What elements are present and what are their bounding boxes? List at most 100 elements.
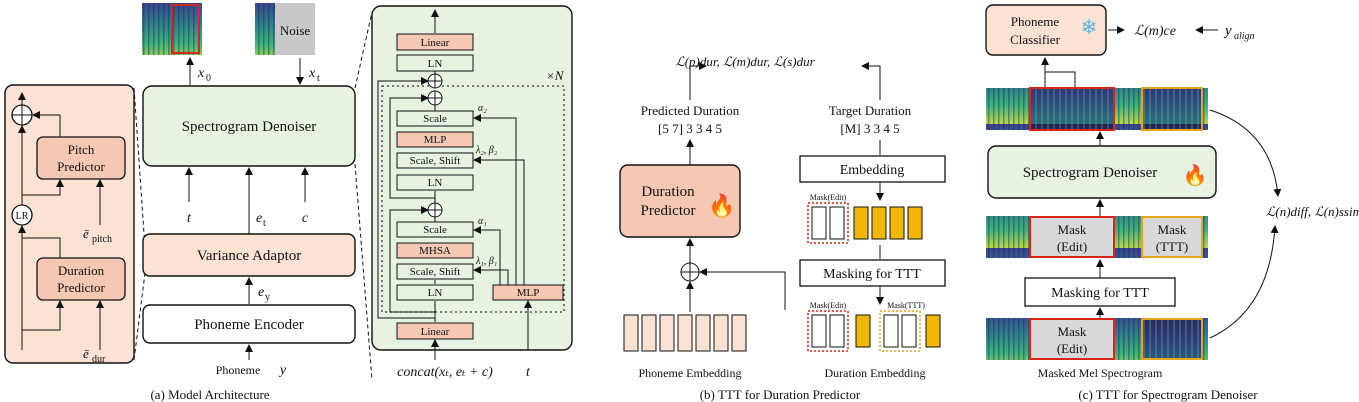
lambda2-beta2-label: λ₂, β₂ <box>475 145 498 156</box>
c-cond-label: c <box>302 211 309 226</box>
t-cond-label: t <box>187 211 192 226</box>
masking-for-ttt-label-b: Masking for TTT <box>823 267 921 282</box>
ln-2 <box>396 174 474 191</box>
mask-ttt-tag: Mask(TTT) <box>887 301 925 310</box>
linear-top <box>396 33 474 51</box>
y-align-label: y <box>1223 23 1232 39</box>
scale-shift-2-label: Scale, Shift <box>410 155 461 167</box>
duration-predictor-label: Predictor <box>57 280 105 295</box>
phoneme-embedding-tokens <box>623 314 747 352</box>
scale-shift-1-label: Scale, Shift <box>410 266 461 278</box>
phoneme-classifier-label: Phoneme <box>1011 14 1060 29</box>
duration-embedding-label: Duration Embedding <box>825 366 926 380</box>
ln-top-label: LN <box>428 58 443 70</box>
phoneme-classifier <box>985 4 1107 56</box>
mask-ttt-block <box>1141 216 1203 258</box>
spectrogram-denoiser-c <box>987 145 1217 199</box>
masked-mel-label: Masked Mel Spectrogram <box>1038 366 1163 380</box>
e-dur-sub: dur <box>92 354 106 365</box>
duration-predictor-b-label: Predictor <box>641 203 696 219</box>
edit-region-box <box>1029 87 1115 131</box>
caption-a: (a) Model Architecture <box>150 387 269 402</box>
phoneme-input-label: Phoneme <box>216 363 261 377</box>
x0-sub: 0 <box>206 73 211 84</box>
pitch-predictor <box>36 136 126 180</box>
variance-adaptor-block <box>142 233 356 277</box>
linear-top-label: Linear <box>421 37 450 49</box>
ey-sub: y <box>265 292 270 303</box>
scale-2-label: Scale <box>423 113 447 125</box>
phoneme-encoder-block <box>142 304 356 344</box>
predicted-duration-values: [5 7] 3 3 4 5 <box>658 121 722 136</box>
variance-adaptor-label: Variance Adaptor <box>197 248 302 264</box>
lr-label: LR <box>16 211 29 222</box>
caption-c: (c) TTT for Spectrogram Denoiser <box>1078 387 1258 402</box>
duration-loss-label: ℒ(p)dur, ℒ(m)dur, ℒ(s)dur <box>675 54 815 69</box>
duration-predictor <box>36 257 126 301</box>
xt-label: x <box>308 66 316 81</box>
masking-for-ttt-block-b <box>799 259 946 287</box>
zoom-line <box>354 11 373 89</box>
mask-ttt-region <box>879 310 921 352</box>
duration-embedding-tokens-2 <box>811 314 941 348</box>
caption-b: (b) TTT for Duration Predictor <box>700 387 861 402</box>
alpha2-label: α₂ <box>478 103 487 114</box>
mask-ttt-label: (TTT) <box>1156 239 1188 254</box>
denoised-ttt-region <box>1142 88 1202 130</box>
phoneme-embedding-label: Phoneme Embedding <box>639 366 742 380</box>
phoneme-symbol: y <box>278 363 287 378</box>
fire-icon: 🔥 <box>1183 163 1208 187</box>
diff-ssim-loss-label: ℒ(n)diff, ℒ(n)ssim <box>1266 204 1359 219</box>
duration-predictor-label: Duration <box>58 263 105 278</box>
spectrogram-denoiser-label: Spectrogram Denoiser <box>182 119 317 135</box>
noise-region <box>275 3 315 55</box>
scale-1-label: Scale <box>423 224 447 236</box>
target-duration-values: [M] 3 3 4 5 <box>840 121 899 136</box>
x0-label: x <box>197 66 205 81</box>
zoom-line <box>354 163 373 381</box>
ce-loss-label: ℒ(m)ce <box>1134 24 1176 39</box>
e-dur-label: ē <box>83 346 89 361</box>
ttt-input-region <box>1141 318 1203 360</box>
predicted-duration-title: Predicted Duration <box>641 103 740 118</box>
mask-edit-tag: Mask(Edit) <box>810 301 847 310</box>
mhsa-label: MHSA <box>419 245 451 257</box>
ln-1 <box>396 284 474 301</box>
spectrogram-denoiser-block <box>142 85 356 167</box>
xt-sub: t <box>317 73 320 84</box>
ey-label: e <box>258 285 264 300</box>
duration-predictor-b <box>619 164 741 238</box>
zoom-line <box>133 87 146 249</box>
timestep-input-label: t <box>526 365 531 380</box>
masking-for-ttt-label-c: Masking for TTT <box>1051 286 1149 301</box>
mask-edit-input-block <box>1029 318 1115 360</box>
mhsa <box>396 242 474 259</box>
fire-icon: 🔥 <box>708 193 735 218</box>
phoneme-encoder-label: Phoneme Encoder <box>194 317 304 333</box>
mask-edit-region <box>807 202 849 244</box>
et-cond-sub: t <box>263 218 266 229</box>
linear-bottom-label: Linear <box>421 326 450 338</box>
phoneme-classifier-label: Classifier <box>1010 32 1060 47</box>
embedding-block <box>799 155 946 183</box>
edit-region-box <box>171 4 200 54</box>
masking-for-ttt-block-c <box>1024 277 1176 307</box>
denoised-edit-region <box>1030 88 1114 130</box>
ttt-region-box <box>1141 87 1203 131</box>
zoom-line <box>133 272 146 361</box>
et-cond-label: e <box>256 211 262 226</box>
mask-edit-input-label: Mask <box>1058 324 1087 339</box>
spectrogram-denoiser-c-label: Spectrogram Denoiser <box>1023 165 1158 181</box>
noise-label: Noise <box>280 23 311 38</box>
alpha1-label: α₁ <box>478 216 487 227</box>
y-align-sub: align <box>1234 31 1255 42</box>
mask-edit-label: Mask <box>1058 222 1087 237</box>
loss-arrow-top <box>1209 109 1282 197</box>
mask-edit-block <box>1029 216 1115 258</box>
mlp <box>396 131 474 148</box>
pitch-predictor-label: Predictor <box>57 159 105 174</box>
snowflake-icon: ❄ <box>1081 17 1098 39</box>
duration-embedding-tokens-1 <box>811 206 923 240</box>
mask-edit-tag: Mask(Edit) <box>810 193 847 202</box>
